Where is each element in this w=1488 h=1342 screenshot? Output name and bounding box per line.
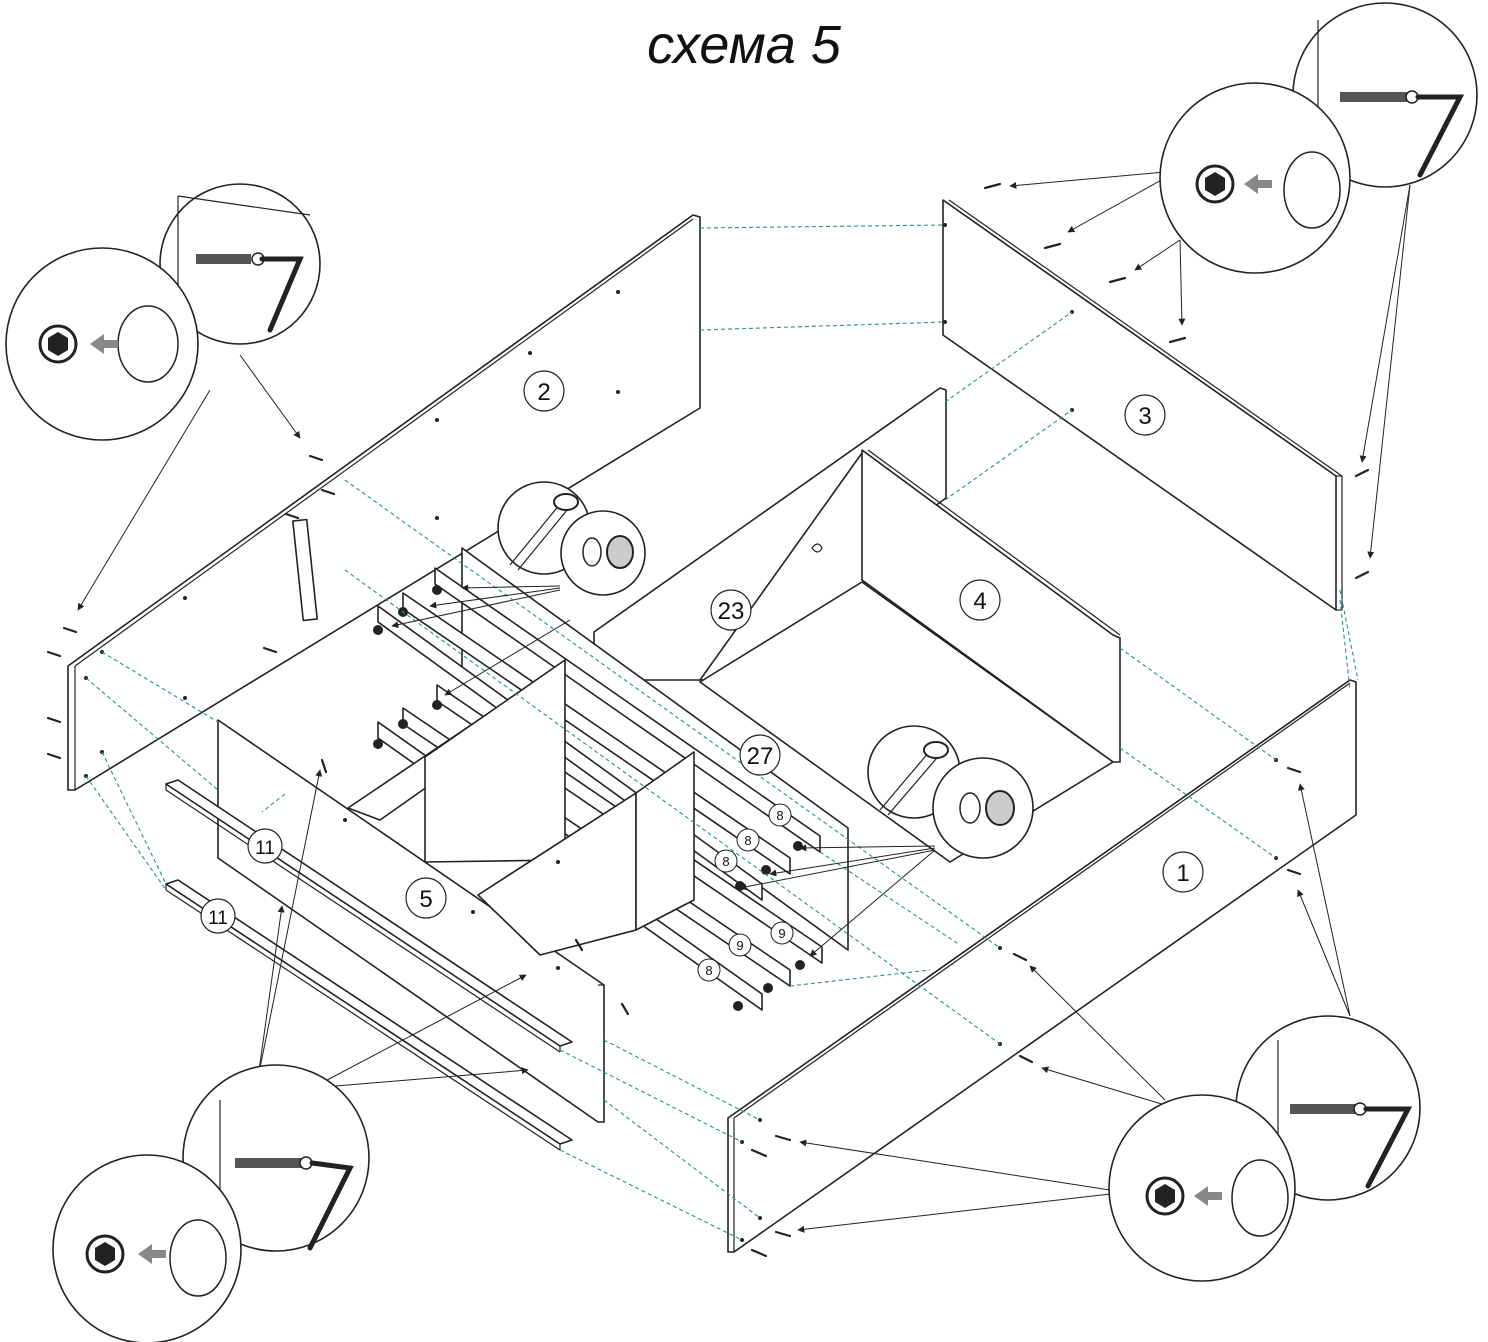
callout-arrows — [77, 171, 1411, 1233]
svg-text:1: 1 — [1176, 860, 1189, 887]
label-panel-23: 23 — [710, 589, 752, 631]
svg-text:11: 11 — [208, 908, 228, 929]
detail-minifix-bottom-left — [52, 1064, 370, 1342]
svg-text:23: 23 — [718, 598, 745, 625]
detail-minifix-top-left — [5, 183, 321, 441]
detail-minifix-bottom-right — [1108, 1015, 1421, 1282]
label-panel-27: 27 — [739, 734, 781, 776]
panel-5 — [217, 659, 695, 1123]
svg-text:8: 8 — [722, 854, 729, 869]
label-rail-8-a: 8 — [768, 803, 792, 827]
svg-text:5: 5 — [419, 886, 432, 913]
svg-text:8: 8 — [776, 808, 783, 823]
panel-2 — [67, 214, 701, 791]
svg-text:11: 11 — [255, 838, 275, 859]
detail-cam-lock-lower — [867, 725, 1034, 859]
label-rail-8-c: 8 — [714, 849, 738, 873]
label-rail-9-a: 9 — [770, 921, 794, 945]
label-rail-9-b: 9 — [728, 933, 752, 957]
label-shelf-11-top: 11 — [247, 828, 283, 864]
dowels — [46, 182, 1370, 1258]
shelf-11-bottom — [165, 879, 573, 1151]
svg-text:27: 27 — [747, 743, 774, 770]
label-panel-5: 5 — [405, 877, 447, 919]
label-rail-8-b: 8 — [736, 828, 760, 852]
svg-text:4: 4 — [973, 588, 986, 615]
svg-text:9: 9 — [778, 926, 785, 941]
detail-cam-lock-upper — [497, 481, 646, 596]
panel-1 — [727, 679, 1357, 1253]
svg-text:2: 2 — [537, 379, 550, 406]
label-panel-4: 4 — [959, 579, 1001, 621]
svg-text:3: 3 — [1138, 403, 1151, 430]
detail-minifix-top-right — [1159, 2, 1478, 274]
svg-text:8: 8 — [705, 963, 712, 978]
label-rail-8-d: 8 — [697, 958, 721, 982]
label-shelf-11-bottom: 11 — [200, 898, 236, 934]
diagram-title: схема 5 — [647, 15, 841, 75]
label-panel-2: 2 — [523, 370, 565, 412]
alignment-lines — [85, 224, 1359, 1241]
label-panel-1: 1 — [1162, 851, 1204, 893]
svg-text:9: 9 — [736, 938, 743, 953]
label-panel-3: 3 — [1124, 394, 1166, 436]
svg-text:8: 8 — [744, 833, 751, 848]
